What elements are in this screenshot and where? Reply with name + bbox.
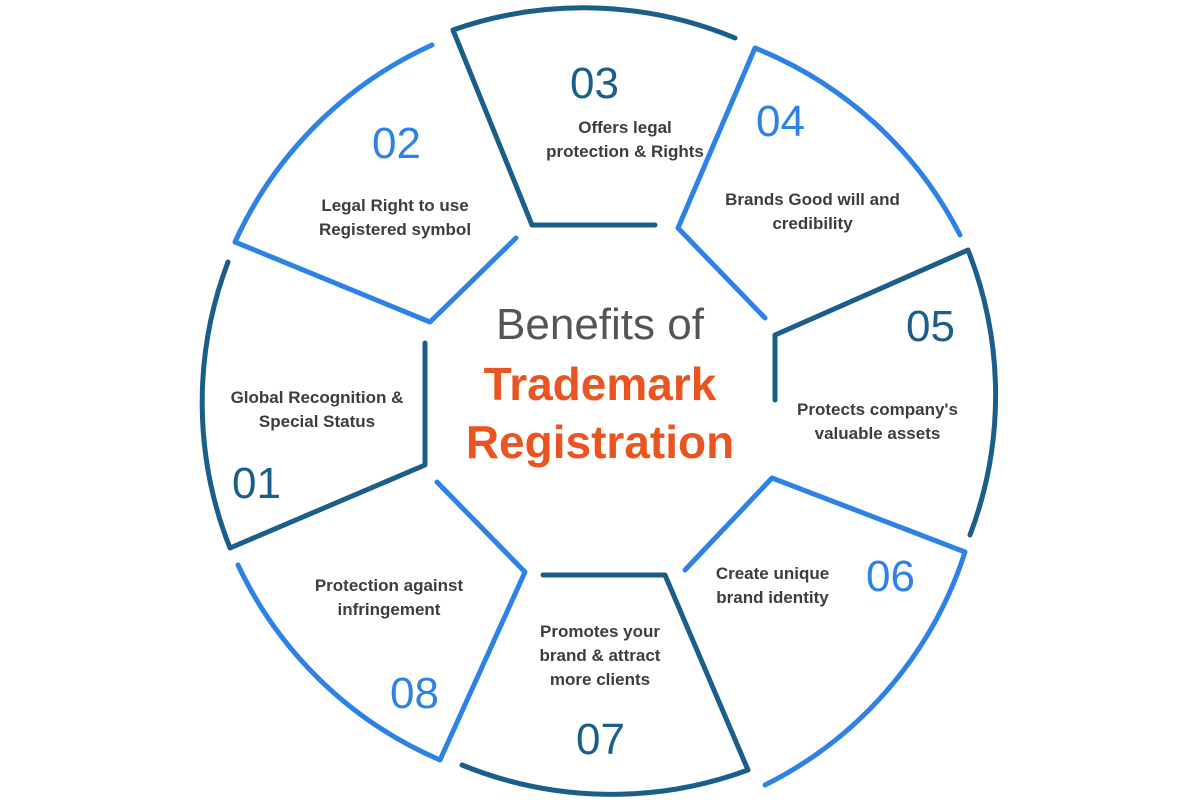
segment-03-number: 03 [570,59,619,108]
segment-08-label: Protection against infringement [314,576,464,619]
segment-02-label: Legal Right to use Registered symbol [318,196,472,239]
segment-02-outline [232,42,519,325]
title-main: Trademark Registration [420,355,780,471]
title-line-3: Registration [465,416,735,468]
segment-07-outline [459,572,751,797]
segment-06-label: Create unique brand identity [715,564,830,607]
segment-03-label: Offers legal protection & Rights [546,118,704,161]
title-line-1: Benefits of [496,300,704,349]
segment-06-outline [682,475,968,788]
segment-01-outline [199,259,428,551]
segment-05-outline [772,247,999,538]
segment-05-number: 05 [906,302,955,351]
segment-01-label: Global Recognition & Special Status [230,388,404,431]
segment-08-number: 08 [390,669,439,718]
segment-03-outline [450,5,738,228]
segment-07-number: 07 [576,715,625,764]
segment-08-outline [235,479,528,763]
segment-06-number: 06 [866,552,915,601]
segment-07-label: Promotes your brand & attract more clien… [539,622,661,689]
segment-04-outline [675,45,963,321]
segment-01-number: 01 [232,459,281,508]
segment-02-number: 02 [372,119,421,168]
segment-05-label: Protects company's valuable assets [797,400,958,443]
segment-04-label: Brands Good will and credibility [725,190,900,233]
segment-04-number: 04 [756,97,805,146]
title-line-2: Trademark [483,358,717,410]
